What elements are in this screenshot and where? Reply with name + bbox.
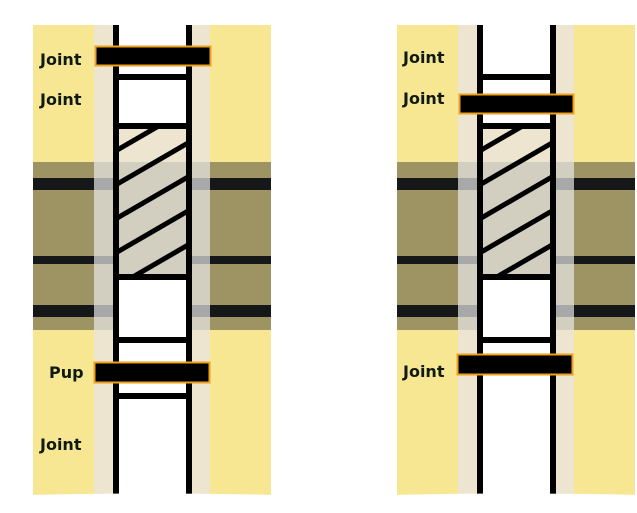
joint-label: Joint [39, 90, 82, 109]
joint-marker [94, 45, 212, 67]
collar-line [477, 337, 556, 343]
right-wellbore-panel: Joint Joint Joint [394, 20, 637, 501]
collar-line [113, 337, 192, 343]
joint-label: Joint [402, 362, 445, 381]
joint-marker [458, 93, 575, 115]
joint-label: Joint [402, 89, 445, 108]
joint-label: Joint [39, 50, 82, 69]
joint-marker [456, 353, 574, 376]
left-wellbore-panel: Joint Joint Pup Joint [30, 20, 275, 501]
collar-line [113, 74, 192, 80]
collar-line [477, 74, 556, 80]
joint-label: Joint [39, 435, 82, 454]
collar-line [113, 393, 192, 399]
pup-label: Pup [49, 363, 84, 382]
joint-label: Joint [402, 48, 445, 67]
pup-marker [93, 361, 211, 384]
